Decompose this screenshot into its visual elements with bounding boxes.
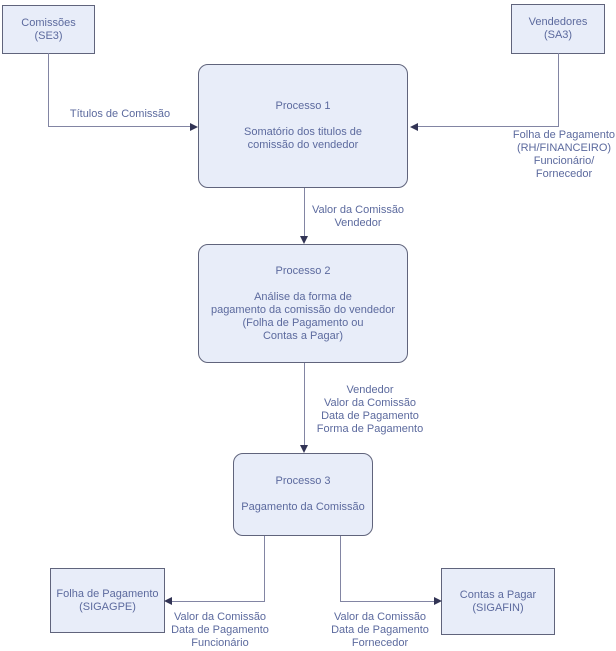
connector-line	[48, 126, 190, 127]
arrowhead-left-icon	[410, 123, 418, 131]
node-vendedores-sa3: Vendedores (SA3)	[511, 4, 605, 54]
connector-line	[172, 601, 265, 602]
node-title: Processo 2	[275, 264, 331, 277]
edge-label-vendedor-valor-data-forma: Vendedor Valor da Comissão Data de Pagam…	[316, 384, 424, 435]
node-label: Vendedores (SA3)	[528, 16, 588, 41]
node-comissoes-se3: Comissões (SE3)	[2, 5, 95, 54]
edge-label-valor-data-fornecedor: Valor da Comissão Data de Pagamento Forn…	[331, 611, 429, 649]
node-title: Processo 1	[275, 100, 331, 112]
connector-line	[558, 53, 559, 127]
node-body: Somatório dos titulos de comissão do ven…	[243, 126, 362, 151]
edge-label-valor-comissao-vendedor: Valor da Comissão Vendedor	[311, 204, 405, 229]
connector-line	[418, 126, 558, 127]
arrowhead-down-icon	[300, 445, 308, 453]
node-processo-2: Processo 2 Análise da forma de pagamento…	[198, 244, 408, 363]
node-contas-pagar-sigafin: Contas a Pagar (SIGAFIN)	[441, 568, 555, 635]
node-processo-3: Processo 3 Pagamento da Comissão	[233, 453, 373, 536]
node-label: Folha de Pagamento (SIGAGPE)	[56, 587, 159, 613]
edge-label-folha-rh-financeiro: Folha de Pagamento (RH/FINANCEIRO) Funci…	[512, 129, 616, 180]
node-label: Comissões (SE3)	[21, 16, 76, 42]
node-body: Pagamento da Comissão	[241, 501, 365, 513]
connector-line	[304, 363, 305, 445]
arrowhead-right-icon	[190, 123, 198, 131]
node-title: Processo 3	[275, 475, 331, 487]
connector-line	[264, 536, 265, 602]
arrowhead-left-icon	[164, 597, 172, 605]
arrowhead-right-icon	[434, 597, 442, 605]
node-body: Análise da forma de pagamento da comissã…	[210, 290, 396, 342]
node-folha-pagamento-sigagpe: Folha de Pagamento (SIGAGPE)	[50, 568, 165, 633]
node-processo-1: Processo 1 Somatório dos titulos de comi…	[198, 64, 408, 188]
connector-line	[304, 188, 305, 236]
connector-line	[340, 536, 341, 602]
node-label: Contas a Pagar (SIGAFIN)	[459, 588, 537, 614]
connector-line	[48, 53, 49, 127]
arrowhead-down-icon	[300, 236, 308, 244]
connector-line	[341, 601, 434, 602]
edge-label-valor-data-funcionario: Valor da Comissão Data de Pagamento Func…	[171, 611, 269, 649]
edge-label-titulos-de-comissao: Títulos de Comissão	[69, 108, 171, 120]
